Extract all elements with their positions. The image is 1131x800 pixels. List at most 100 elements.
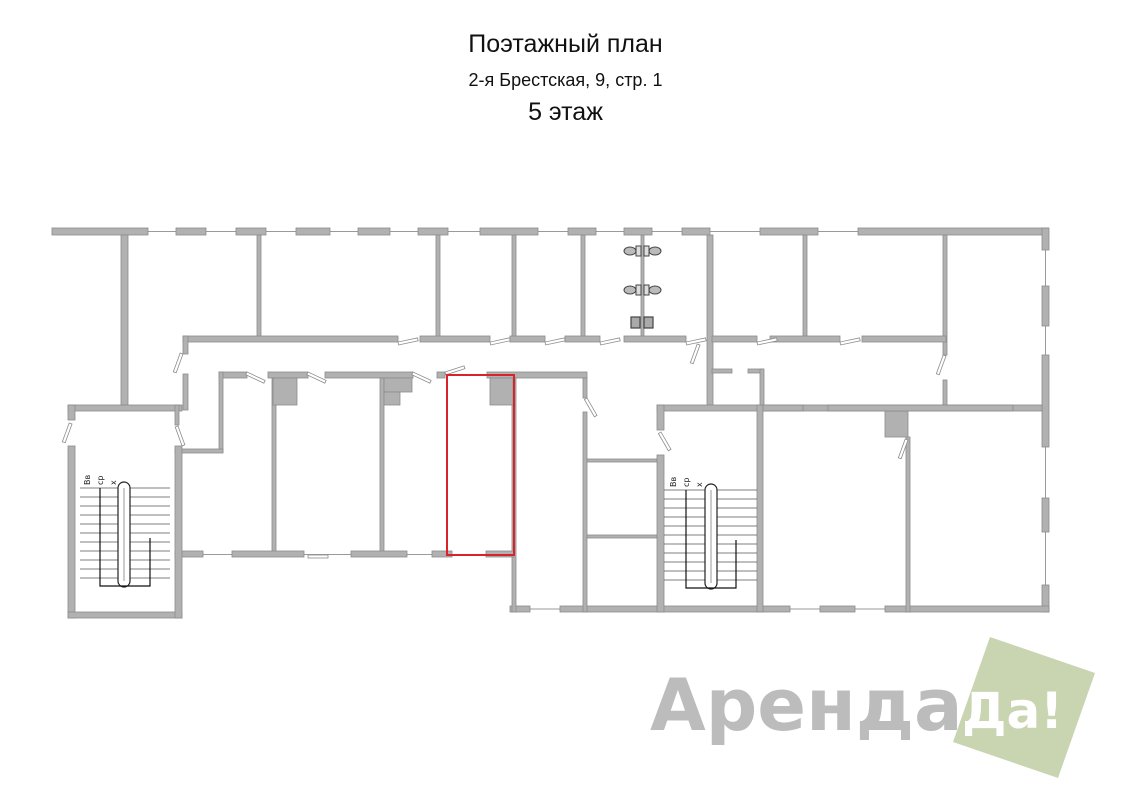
wall (1041, 227, 1050, 251)
wall (256, 234, 262, 338)
wall (861, 335, 947, 343)
door (307, 554, 329, 559)
plan-address: 2-я Брестская, 9, стр. 1 (468, 70, 663, 90)
doors (61, 337, 947, 559)
wall (436, 371, 446, 379)
logo: Аренда Да! (650, 637, 1095, 778)
toilet-icon (623, 285, 637, 295)
stair-label: Вв (669, 477, 678, 487)
door (411, 371, 432, 384)
logo-badge (953, 637, 1095, 778)
wall (383, 391, 401, 406)
toilet-icon (648, 246, 662, 256)
wall (435, 234, 441, 338)
toilet-tank-icon (635, 284, 642, 296)
wall (324, 371, 414, 379)
wall (175, 227, 207, 236)
wall (67, 445, 76, 619)
wall (706, 234, 714, 406)
wall (174, 404, 180, 426)
door (306, 371, 327, 384)
wall (218, 371, 224, 453)
wall (1041, 354, 1050, 448)
wall (417, 227, 449, 236)
wall (759, 227, 819, 236)
toilet-tank-icon (643, 284, 650, 296)
wall (182, 335, 399, 343)
wall (802, 234, 808, 338)
door (685, 337, 707, 346)
wall (586, 534, 658, 539)
wall (857, 227, 1049, 236)
door (61, 422, 73, 444)
sink-icon (630, 316, 641, 329)
wall (479, 227, 539, 236)
wall (884, 409, 909, 438)
stair-label: ср (96, 476, 105, 485)
wall (67, 404, 76, 421)
wall (182, 335, 189, 355)
wall (120, 234, 129, 406)
door (657, 431, 672, 452)
toilet-tank-icon (643, 245, 650, 257)
wall (350, 550, 408, 558)
toilet-tank-icon (635, 245, 642, 257)
floor-label: 5 этаж (528, 98, 603, 126)
wall (379, 377, 385, 554)
door (839, 337, 861, 346)
wall (67, 404, 183, 412)
stair-label: Вв (83, 475, 92, 485)
stair-direction-arrow (99, 488, 151, 587)
sink-icon (643, 316, 654, 329)
door (599, 337, 621, 346)
logo-word: Аренда (650, 663, 963, 747)
door (174, 425, 186, 447)
door (756, 337, 778, 346)
wall (272, 377, 298, 406)
wall (231, 550, 305, 558)
wall (711, 368, 733, 374)
wall (769, 335, 841, 343)
door (544, 337, 566, 346)
highlighted-office[interactable] (446, 374, 515, 556)
wall (51, 227, 149, 236)
wall (235, 227, 267, 236)
wall (182, 373, 189, 411)
stair-label: х (109, 480, 118, 485)
wall (623, 227, 653, 236)
wall (489, 377, 514, 406)
wall (586, 458, 658, 463)
wall (1041, 285, 1050, 327)
door (172, 352, 184, 374)
door (689, 343, 701, 365)
door (935, 354, 947, 376)
wall (383, 377, 413, 393)
wall (884, 605, 1050, 613)
toilet-fixtures (623, 245, 662, 329)
wall (759, 368, 765, 406)
toilet-icon (648, 285, 662, 295)
wall (656, 454, 665, 613)
wall (819, 605, 856, 613)
wall (511, 234, 517, 338)
stair-direction-arrow (685, 490, 737, 589)
wall (711, 335, 758, 343)
wall (567, 227, 597, 236)
wall (1041, 497, 1050, 533)
wall (681, 227, 711, 236)
wall (564, 335, 601, 343)
stair-label: ср (682, 478, 691, 487)
wall (623, 335, 687, 343)
wall (295, 227, 331, 236)
door (897, 438, 909, 460)
wall (582, 411, 588, 613)
wall (582, 377, 588, 399)
wall (942, 234, 948, 356)
wall (357, 227, 391, 236)
wall (67, 611, 183, 619)
wall (509, 605, 531, 613)
wall (174, 445, 183, 619)
door (489, 337, 511, 346)
